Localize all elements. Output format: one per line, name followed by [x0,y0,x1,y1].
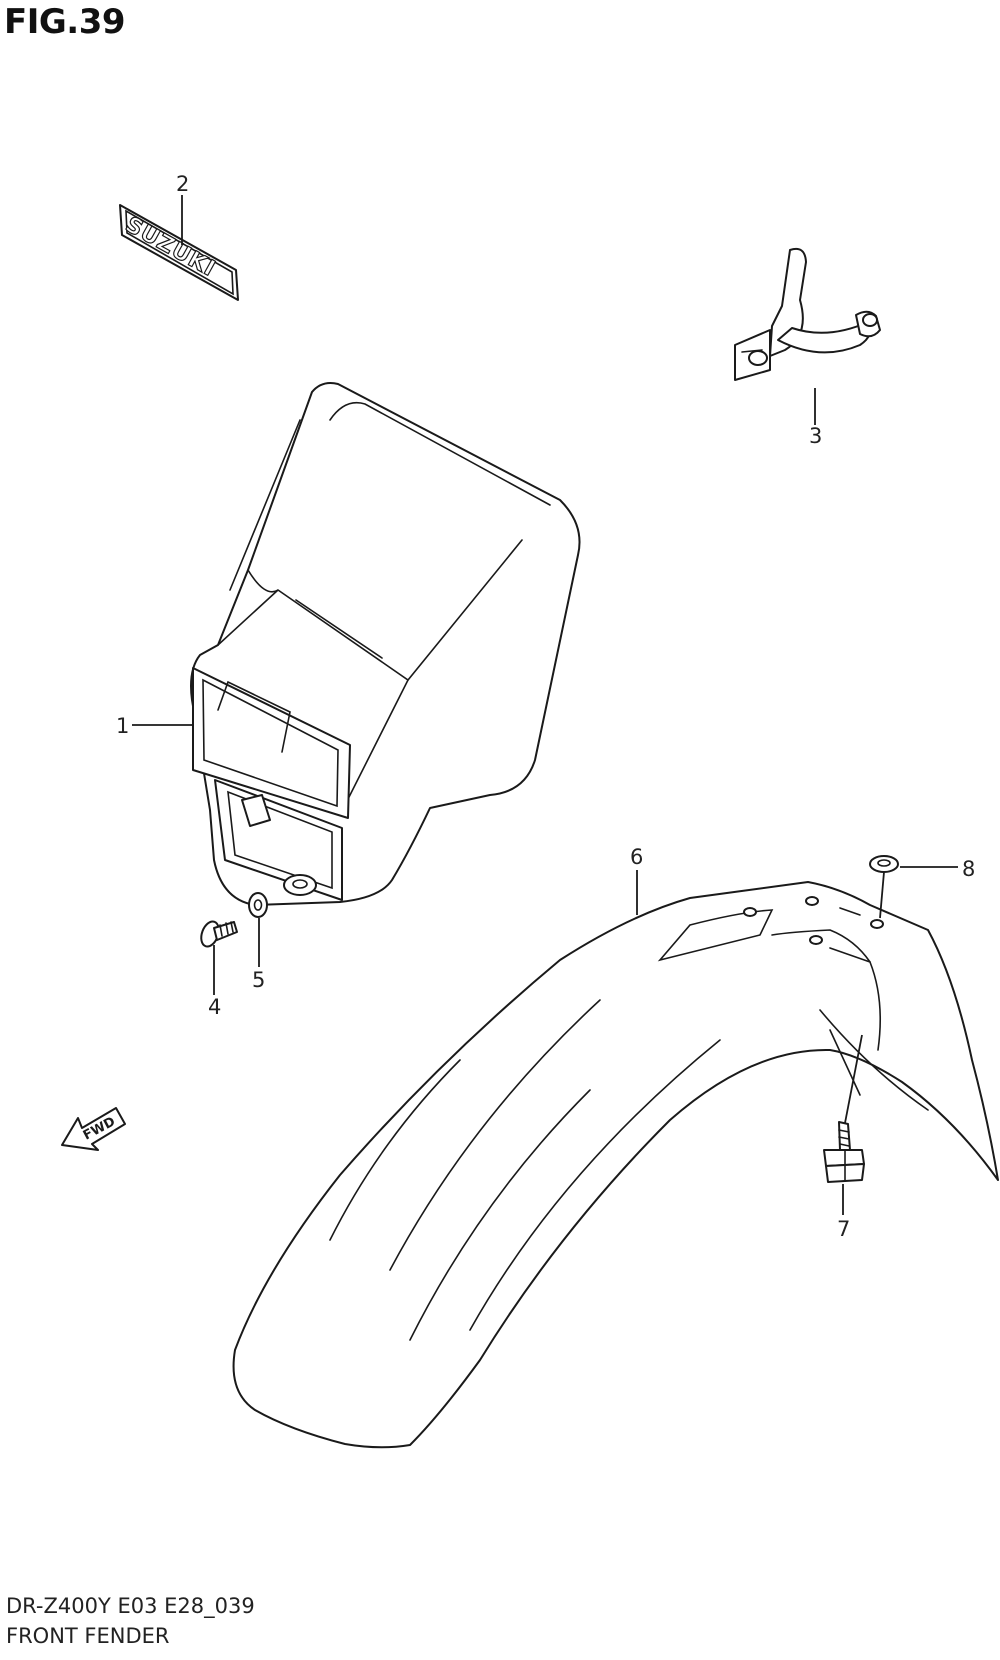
bolt[interactable] [823,1121,865,1183]
screw[interactable] [198,919,238,949]
headlight-cowl[interactable] [190,382,581,906]
leader-lines [132,195,958,1215]
callout-2: 2 [176,172,189,196]
suzuki-decal-text: SUZUKI [121,212,220,282]
headlight-bracket[interactable] [734,247,881,381]
callout-1: 1 [116,714,129,738]
front-fender[interactable] [232,881,999,1449]
grommet[interactable] [869,855,899,873]
callout-8: 8 [962,857,975,881]
callout-7: 7 [837,1217,850,1241]
footer-model-code: DR-Z400Y E03 E28_039 [6,1594,255,1618]
figure-title: FIG.39 [4,2,126,42]
callout-4: 4 [208,995,221,1019]
forward-arrow-icon: FWD [61,1107,126,1151]
callout-5: 5 [252,968,265,992]
leader-7b [844,1034,863,1124]
footer-section-name: FRONT FENDER [6,1624,170,1648]
suzuki-decal[interactable]: SUZUKI [119,204,239,301]
washer[interactable] [248,892,268,918]
leader-8b [879,871,885,919]
callout-3: 3 [809,424,822,448]
callout-6: 6 [630,845,643,869]
